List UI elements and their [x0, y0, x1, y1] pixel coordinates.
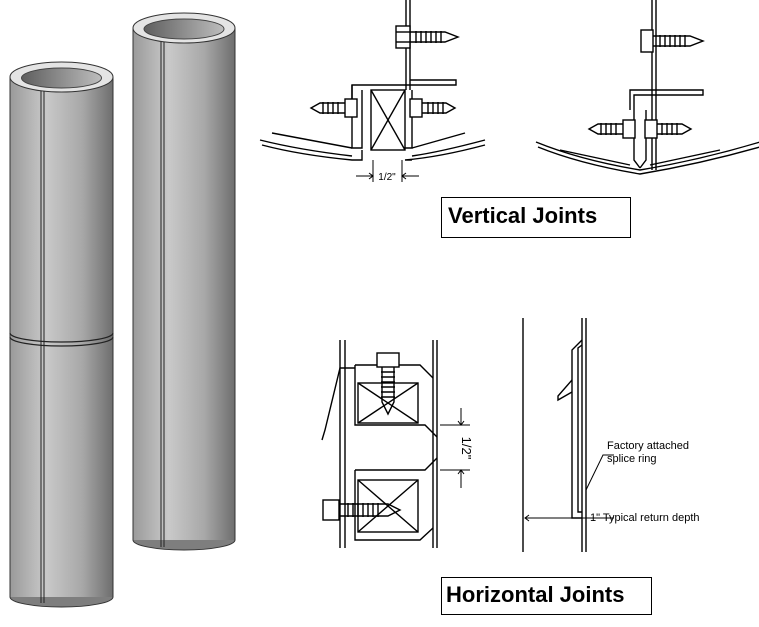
return-depth-dimension-line — [524, 514, 614, 522]
return-depth-note: 1" Typical return depth — [590, 512, 700, 524]
vertical-gap-dimension-label: 1/2" — [378, 172, 396, 183]
self-drilling-screw-icon — [376, 352, 400, 416]
horizontal-joint-detail-splice-ring — [522, 318, 587, 552]
self-drilling-screw-icon — [395, 25, 460, 49]
vertical-joint-detail-spacer — [259, 0, 486, 182]
left-column-cover — [9, 61, 114, 608]
self-drilling-screw-icon — [309, 98, 358, 118]
horizontal-joint-detail-spacer — [321, 340, 470, 548]
splice-ring-note-line1: Factory attached — [607, 440, 689, 452]
self-drilling-screw-icon — [587, 119, 636, 139]
self-drilling-screw-icon — [644, 119, 693, 139]
splice-ring-leader-line — [585, 454, 614, 491]
self-drilling-screw-icon — [322, 499, 402, 521]
self-drilling-screw-icon — [409, 98, 457, 118]
self-drilling-screw-icon — [640, 29, 705, 53]
right-column-cover — [132, 12, 236, 551]
horizontal-gap-dimension-label: 1/2" — [459, 437, 474, 460]
horizontal-joints-title: Horizontal Joints — [441, 577, 652, 615]
splice-ring-note-line2: splice ring — [607, 453, 657, 465]
vertical-joints-title: Vertical Joints — [441, 197, 631, 238]
vertical-joint-detail-direct — [535, 0, 759, 175]
